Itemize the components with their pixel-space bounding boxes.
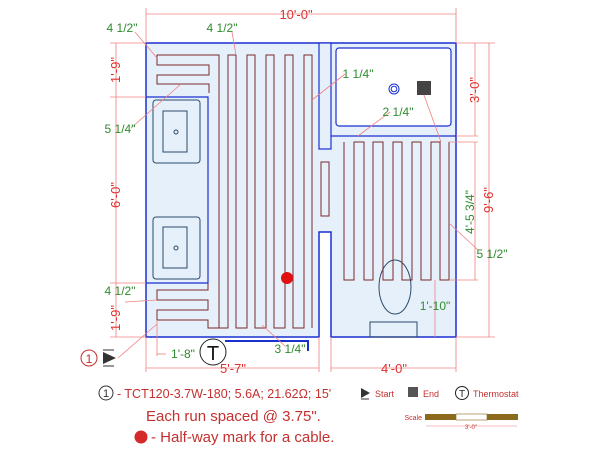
cable-number-marker: [80, 349, 98, 367]
dim-toilet-clearance: 1'-10": [420, 299, 451, 313]
scale-length: 3'-0": [465, 425, 477, 431]
sink-2-basin: [162, 226, 188, 269]
dim-overall-height: 9'-6": [481, 187, 496, 213]
spacing-note: Each run spaced @ 3.75".: [146, 408, 321, 425]
legend-start-icon: [361, 388, 370, 400]
dim-overall-width: 10'-0": [279, 7, 313, 22]
heating-cable-bottom-left: [156, 283, 219, 329]
thermostat-icon: [199, 338, 227, 366]
dim-wall-gap: 1 1/4": [343, 67, 374, 81]
dim-tub-depth: 3'-0": [467, 77, 482, 103]
vanity: [146, 96, 209, 284]
legend-thermostat-label: Thermostat: [473, 389, 519, 399]
sink-1-drain-icon: [173, 129, 179, 135]
halfway-mark: [281, 272, 293, 284]
dim-bottom-left-offset: 4 1/2": [105, 284, 136, 298]
legend-cable-number: 1: [103, 388, 109, 400]
legend-end-icon: [408, 387, 418, 397]
cable-start-icon: [103, 349, 116, 367]
sink-1-basin: [162, 110, 188, 153]
legend-start-label: Start: [375, 389, 395, 399]
thermostat-letter: T: [207, 343, 219, 365]
dimension-lines: [110, 8, 495, 372]
legend-cable-number-icon: [98, 385, 114, 401]
dim-right-edge-offset: 5 1/2": [477, 247, 508, 261]
tub-drain-inner: [390, 85, 398, 93]
sink-1: [152, 99, 201, 164]
dim-top-run-offset: 4 1/2": [207, 21, 238, 35]
halfway-note: - Half-way mark for a cable.: [151, 429, 334, 446]
legend-end-label: End: [423, 389, 439, 399]
dim-vanity-offset: 5 1/4": [105, 122, 136, 136]
scale-label: Scale: [404, 415, 422, 422]
cable-end-marker: [417, 81, 431, 95]
dim-vanity-length: 6'-0": [108, 182, 123, 208]
heating-cable-strip: [320, 161, 330, 217]
legend-thermostat-letter: T: [459, 389, 465, 400]
dim-top-left-offset: 4 1/2": [107, 21, 138, 35]
legend-thermostat-icon: [455, 386, 469, 400]
heating-cable-left: [156, 54, 313, 329]
dim-bottom-gap: 3 1/4": [275, 342, 306, 356]
dim-thermostat-offset: 1'-8": [171, 347, 195, 361]
legend-cable-spec: - TCT120-3.7W-180; 5.6A; 21.62Ω; 15': [117, 387, 331, 401]
dim-left-bottom-height: 1'-9": [108, 305, 123, 331]
sink-2-drain-icon: [173, 245, 179, 251]
dim-left-top-height: 1'-9": [108, 57, 123, 83]
dim-right-run-length: 4'-5 3/4": [463, 190, 477, 234]
toilet-tank: [369, 321, 418, 338]
wall-partition: [318, 42, 332, 150]
tub-drain-icon: [388, 83, 400, 95]
dim-tub-gap: 2 1/4": [383, 105, 414, 119]
sink-2: [152, 216, 201, 280]
toilet-bowl: [378, 259, 412, 315]
cable-number-text: 1: [86, 352, 93, 366]
heating-cable-right: [343, 141, 450, 281]
bathtub: [335, 47, 452, 127]
threshold-strip: [225, 340, 309, 351]
dim-right-room-width: 4'-0": [381, 361, 407, 376]
scale-bar: [425, 413, 518, 427]
legend-halfway-icon: [134, 430, 148, 444]
dim-left-room-width: 5'-7": [220, 361, 246, 376]
